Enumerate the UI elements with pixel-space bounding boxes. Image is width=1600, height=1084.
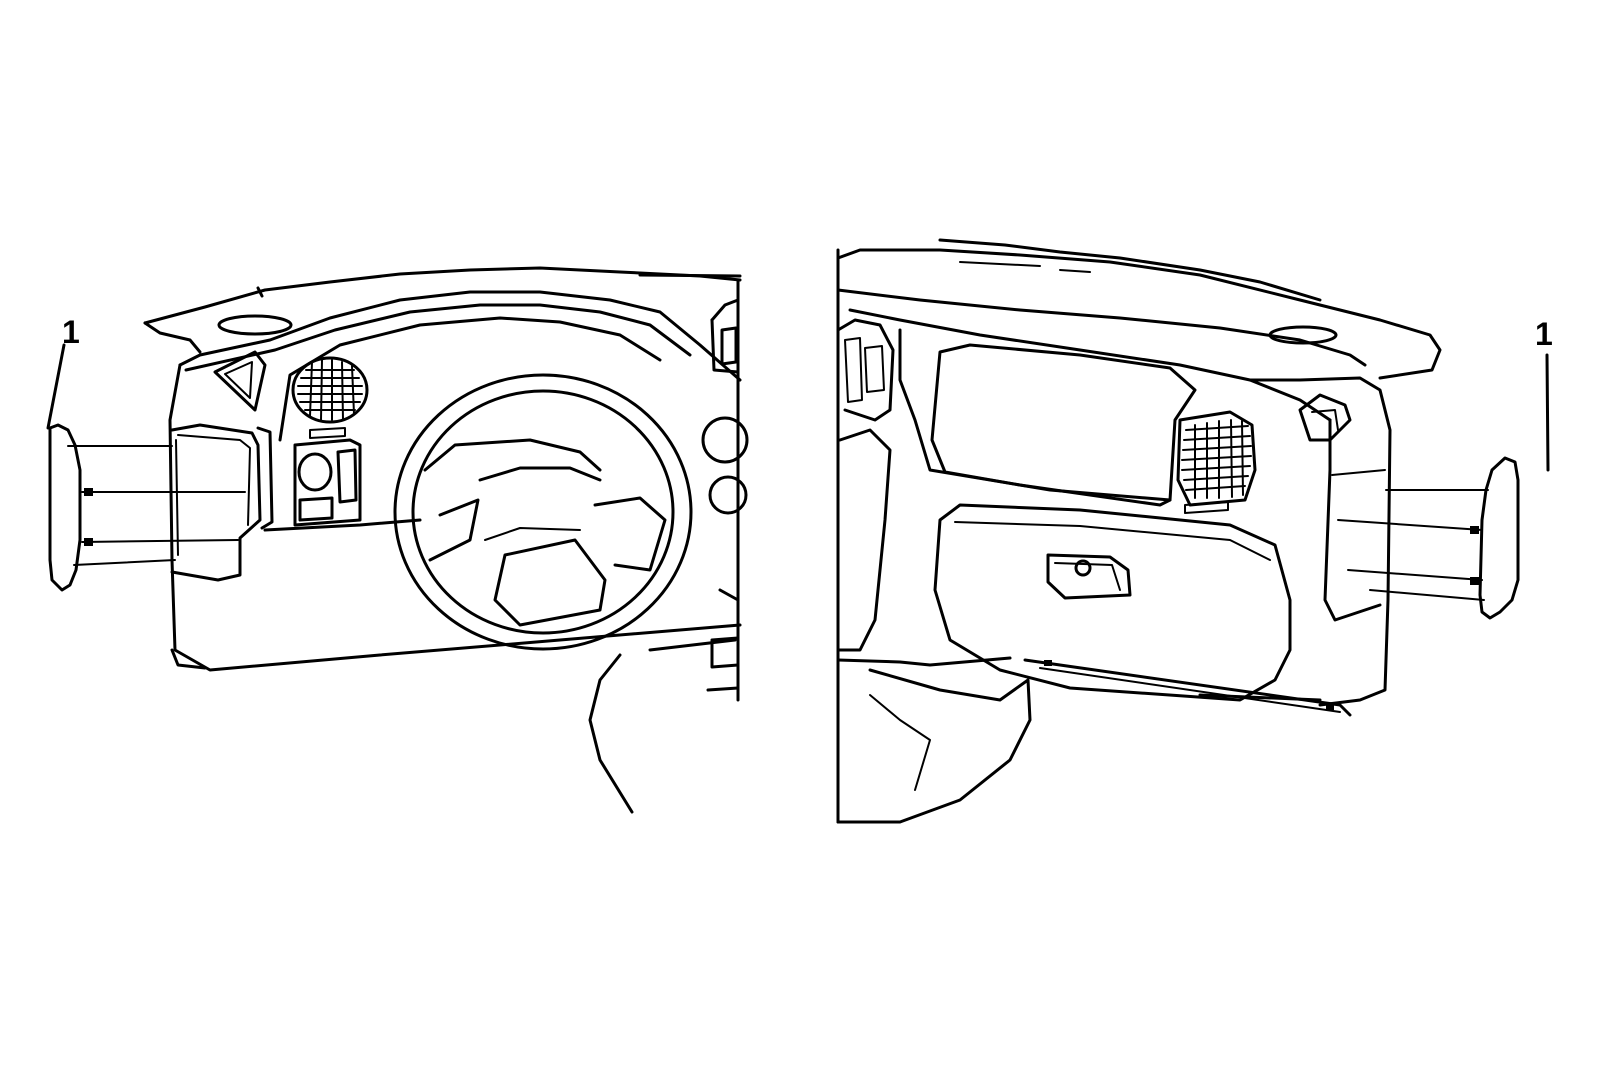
right-end-panel [1337, 353, 1550, 620]
right-view-passenger-side [836, 238, 1442, 824]
callout-label-right-end-panel: 1 [1535, 316, 1553, 352]
right-vent-louvers [1181, 419, 1252, 499]
left-vent-louvers [297, 359, 363, 421]
left-end-panel [46, 343, 246, 592]
left-view-driver-side [143, 266, 749, 814]
callout-label-left-end-panel: 1 [62, 314, 80, 350]
